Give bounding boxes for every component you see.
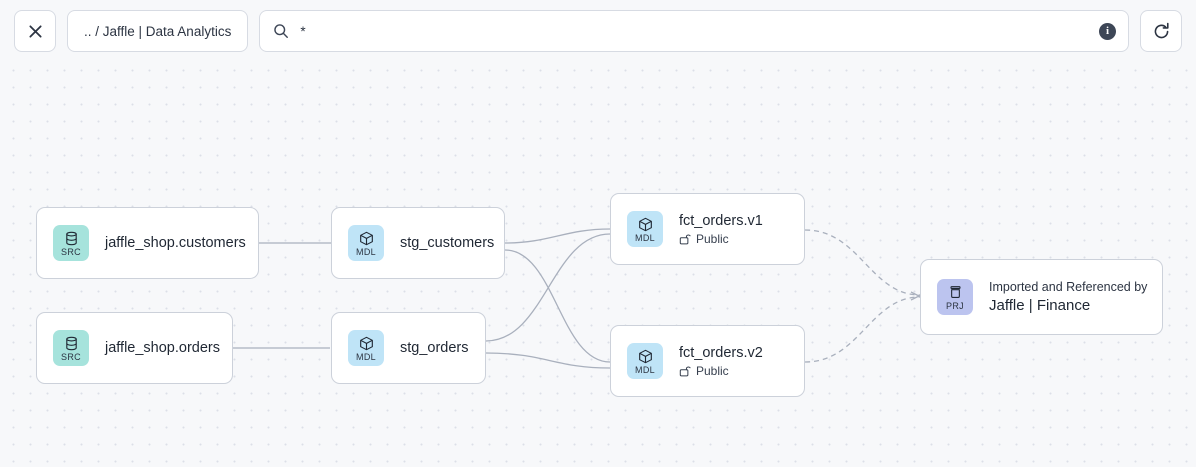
node-title: jaffle_shop.orders <box>105 340 221 356</box>
node-jaffle-shop-customers[interactable]: SRC jaffle_shop.customers <box>36 207 259 279</box>
edge-stg-customers-fct-v1 <box>504 228 611 244</box>
visibility-row: Public <box>679 232 763 246</box>
edge-fct-v1-prj <box>804 229 921 296</box>
node-body: stg_orders <box>400 340 469 356</box>
edge-stg-customers-fct-v2 <box>504 249 611 363</box>
search-icon <box>274 24 289 38</box>
cube-icon <box>359 336 374 351</box>
breadcrumb[interactable]: .. / Jaffle | Data Analytics <box>67 10 249 52</box>
cube-icon <box>359 231 374 246</box>
badge-src: SRC <box>53 330 89 366</box>
node-kicker: Imported and Referenced by <box>989 280 1148 294</box>
badge-label: MDL <box>635 232 655 243</box>
edge-arrowhead-prj <box>910 291 921 301</box>
badge-mdl: MDL <box>627 211 663 247</box>
node-title: fct_orders.v2 <box>679 344 763 361</box>
node-fct-orders-v2[interactable]: MDL fct_orders.v2 Public <box>610 325 805 397</box>
badge-src: SRC <box>53 225 89 261</box>
node-title: Jaffle | Finance <box>989 297 1091 314</box>
search-bar[interactable]: i <box>259 10 1129 52</box>
archive-icon <box>948 285 963 300</box>
node-title: stg_customers <box>400 235 495 251</box>
edge-stg-orders-fct-v2 <box>485 352 611 369</box>
node-body: fct_orders.v2 Public <box>679 345 763 378</box>
node-fct-orders-v1[interactable]: MDL fct_orders.v1 Public <box>610 193 805 265</box>
edge-fct-v2-prj <box>804 296 921 363</box>
node-stg-customers[interactable]: MDL stg_customers <box>331 207 505 279</box>
node-body: Imported and Referenced by Jaffle | Fina… <box>989 280 1147 314</box>
badge-label: PRJ <box>946 300 964 311</box>
node-title: stg_orders <box>400 340 469 356</box>
graph-canvas[interactable]: SRC jaffle_shop.customers SRC jaffle_sh <box>0 62 1196 467</box>
badge-mdl: MDL <box>348 330 384 366</box>
node-body: jaffle_shop.customers <box>105 235 246 251</box>
unlock-icon <box>679 234 691 245</box>
badge-label: SRC <box>61 246 81 257</box>
database-icon <box>64 231 79 246</box>
node-body: fct_orders.v1 Public <box>679 213 763 246</box>
toolbar: .. / Jaffle | Data Analytics i <box>0 0 1196 62</box>
node-title: jaffle_shop.customers <box>105 235 246 251</box>
node-title: fct_orders.v1 <box>679 212 763 229</box>
close-icon <box>28 24 42 38</box>
node-body: stg_customers <box>400 235 494 251</box>
refresh-button[interactable] <box>1140 10 1182 52</box>
node-body: jaffle_shop.orders <box>105 340 220 356</box>
node-stg-orders[interactable]: MDL stg_orders <box>331 312 486 384</box>
badge-prj: PRJ <box>937 279 973 315</box>
refresh-icon <box>1154 22 1169 38</box>
node-prj-jaffle-finance[interactable]: PRJ Imported and Referenced by Jaffle | … <box>920 259 1163 335</box>
info-icon[interactable]: i <box>1099 22 1116 40</box>
badge-mdl: MDL <box>348 225 384 261</box>
badge-label: MDL <box>356 246 376 257</box>
cube-icon <box>638 217 653 232</box>
badge-mdl: MDL <box>627 343 663 379</box>
search-input[interactable] <box>300 23 1088 39</box>
visibility-row: Public <box>679 364 763 378</box>
badge-label: MDL <box>356 351 376 362</box>
close-button[interactable] <box>14 10 56 52</box>
badge-label: MDL <box>635 364 655 375</box>
cube-icon <box>638 349 653 364</box>
badge-label: SRC <box>61 351 81 362</box>
database-icon <box>64 336 79 351</box>
visibility-label: Public <box>696 231 729 246</box>
node-jaffle-shop-orders[interactable]: SRC jaffle_shop.orders <box>36 312 233 384</box>
visibility-label: Public <box>696 363 729 378</box>
unlock-icon <box>679 366 691 377</box>
